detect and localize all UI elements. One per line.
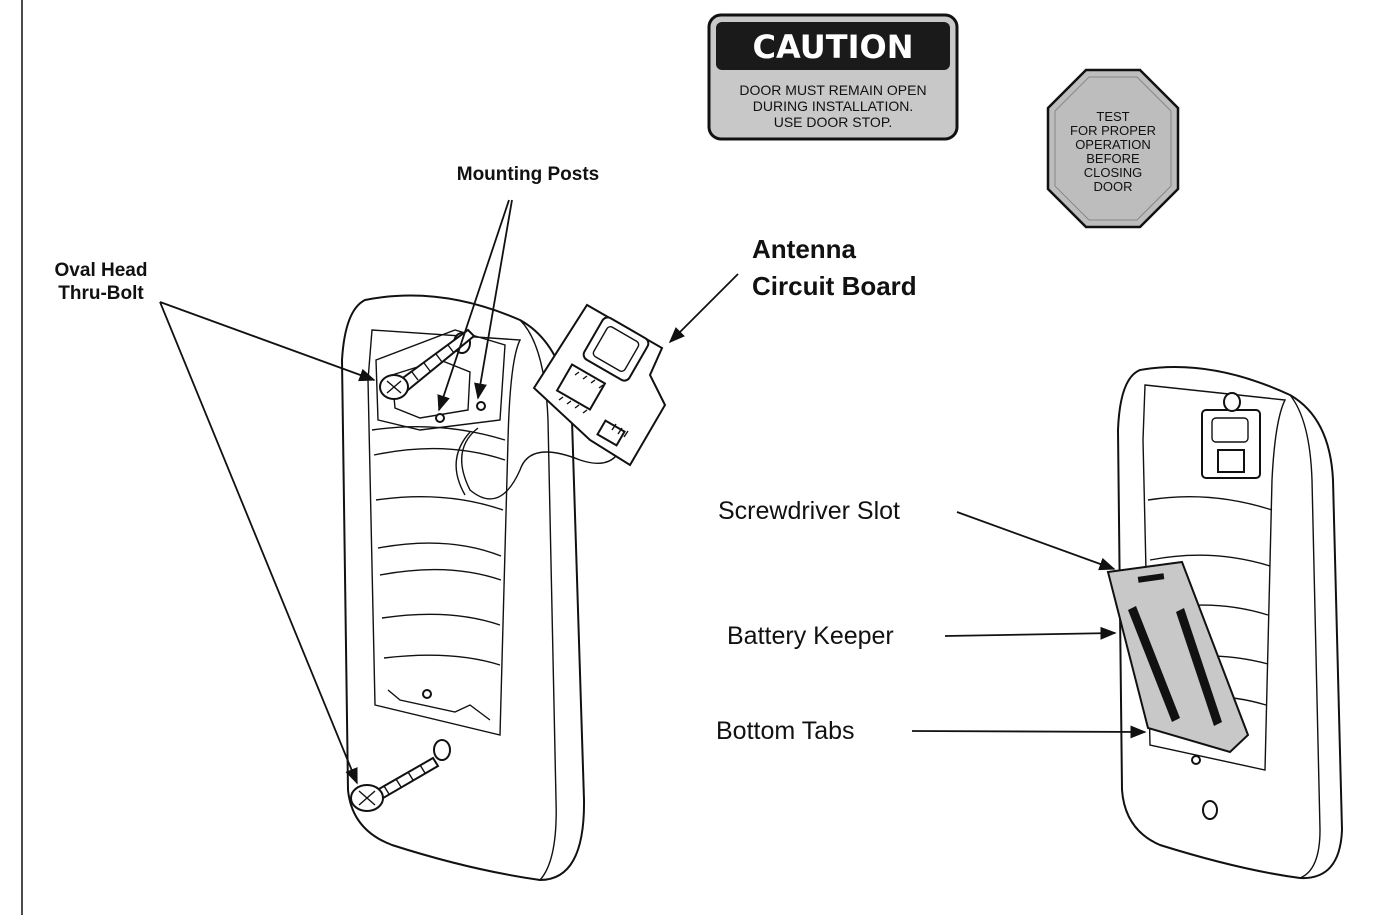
caution-line-3: USE DOOR STOP. [774, 114, 893, 130]
caution-line-1: DOOR MUST REMAIN OPEN [739, 82, 926, 98]
right-housing-bolt-hole [1202, 800, 1218, 820]
label-mounting-posts: Mounting Posts [457, 164, 599, 185]
label-battery-keeper: Battery Keeper [727, 622, 894, 650]
label-oval-head-line1: Oval Head [55, 260, 148, 281]
caution-heading: CAUTION [753, 28, 914, 66]
leader-lines [159, 199, 1147, 785]
test-line-6: DOOR [1094, 179, 1133, 194]
test-line-5: CLOSING [1084, 165, 1143, 180]
left-housing-shell [340, 294, 586, 882]
test-line-2: FOR PROPER [1070, 123, 1156, 138]
test-operation-sign: TEST FOR PROPER OPERATION BEFORE CLOSING… [1046, 68, 1180, 229]
caution-sign: CAUTION DOOR MUST REMAIN OPEN DURING INS… [707, 13, 959, 141]
label-bottom-tabs: Bottom Tabs [716, 717, 855, 745]
label-antenna-line1: Antenna [752, 234, 857, 264]
test-line-4: BEFORE [1086, 151, 1140, 166]
label-screwdriver-slot: Screwdriver Slot [718, 497, 900, 525]
test-line-1: TEST [1096, 109, 1129, 124]
oval-head-thru-bolt-top [379, 328, 476, 400]
right-housing-cavity [1142, 384, 1287, 771]
left-housing-lower-hole [422, 689, 432, 699]
mounting-post-2 [476, 401, 486, 411]
test-line-3: OPERATION [1075, 137, 1151, 152]
antenna-circuit-board [532, 303, 667, 467]
left-housing-bolt-hole [433, 739, 451, 761]
battery-keeper [1106, 560, 1250, 754]
left-housing-cavity [367, 329, 522, 736]
left-housing-assembly [340, 294, 621, 882]
caution-line-2: DURING INSTALLATION. [753, 98, 914, 114]
mounting-post-1 [435, 413, 445, 423]
oval-head-thru-bolt-bottom [350, 756, 440, 812]
label-antenna-line2: Circuit Board [752, 271, 917, 301]
label-oval-head-line2: Thru-Bolt [58, 283, 144, 304]
